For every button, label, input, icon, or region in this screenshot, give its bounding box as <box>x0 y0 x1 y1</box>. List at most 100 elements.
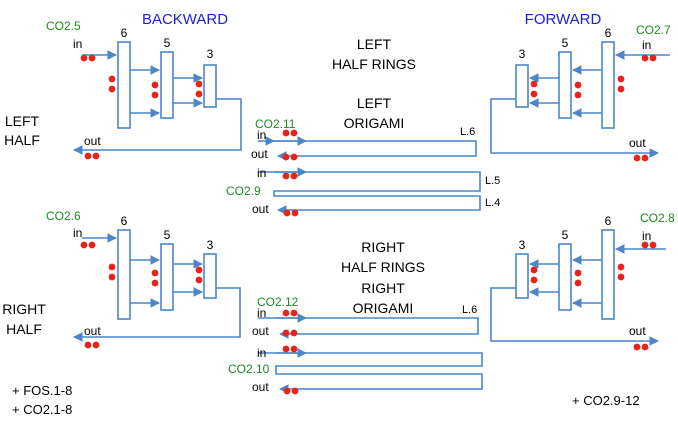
connector-dot <box>574 269 582 277</box>
connector-dot <box>195 276 203 284</box>
bl-out-label: out <box>84 324 101 338</box>
ring-3-box <box>203 64 217 108</box>
connector-dot <box>195 90 203 98</box>
connector-dot <box>641 343 649 351</box>
connector-dot <box>282 153 290 161</box>
o9-in-label: in <box>257 166 266 180</box>
connector-dot <box>617 263 625 271</box>
connector-dot <box>649 54 657 62</box>
connector-dot <box>282 129 290 137</box>
tr-ring-6-label: 6 <box>605 26 612 40</box>
center-top-line-3: LEFT <box>357 95 392 111</box>
connector-dot <box>282 309 290 317</box>
connector-dot <box>80 241 88 249</box>
connector-dot <box>88 54 96 62</box>
o10-code-label: CO2.10 <box>228 362 270 376</box>
forward-left-ring-block <box>490 41 670 158</box>
note-left-line-1: + FOS.1-8 <box>12 383 72 398</box>
br-ring-5-label: 5 <box>562 228 569 242</box>
backward-heading: BACKWARD <box>142 11 228 28</box>
connector-dot <box>92 152 100 160</box>
connector-dot <box>92 341 100 349</box>
bl-code-label: CO2.6 <box>46 209 81 223</box>
o12-in-label: in <box>257 306 266 320</box>
connector-dot <box>617 85 625 93</box>
br-ring-6-label: 6 <box>605 214 612 228</box>
connector-dot <box>641 54 649 62</box>
tr-ring-3-label: 3 <box>519 47 526 61</box>
connector-dot <box>633 154 641 162</box>
tl-ring-6-label: 6 <box>121 26 128 40</box>
forward-heading: FORWARD <box>525 11 602 28</box>
o11-code-label: CO2.11 <box>255 117 296 131</box>
connector-dot <box>530 90 538 98</box>
ring-3-box <box>515 253 529 299</box>
connector-dot <box>108 85 116 93</box>
connector-dot <box>290 329 298 337</box>
connector-dot <box>574 91 582 99</box>
connector-dot <box>649 241 657 249</box>
ring-6-box <box>117 41 131 129</box>
connector-dot <box>290 129 298 137</box>
connector-dot <box>151 279 159 287</box>
center-top-line-1: LEFT <box>357 36 392 52</box>
connector-dot <box>641 154 649 162</box>
tr-code-label: CO2.7 <box>636 23 671 37</box>
l6-top-label: L.6 <box>460 126 475 138</box>
o12-out-label: out <box>252 324 269 338</box>
bl-ring-3-label: 3 <box>207 238 214 252</box>
tl-out-label: out <box>84 134 101 148</box>
left-half-label-1: LEFT <box>5 113 40 129</box>
tr-out-label: out <box>629 136 646 150</box>
ring-5-box <box>558 51 572 119</box>
connector-dot <box>283 209 291 217</box>
br-in-label: in <box>642 229 651 243</box>
tr-ring-5-label: 5 <box>562 36 569 50</box>
tl-in-label: in <box>73 37 82 51</box>
forward-right-ring-block <box>490 229 666 346</box>
o9-code-label: CO2.9 <box>226 184 261 198</box>
connector-dot <box>282 172 290 180</box>
left-origami-loops <box>265 136 481 215</box>
br-out-label: out <box>629 324 646 338</box>
connector-dot <box>195 80 203 88</box>
br-ring-3-label: 3 <box>519 238 526 252</box>
center-bottom-line-3: RIGHT <box>361 280 405 296</box>
backward-right-ring-block <box>73 229 241 342</box>
right-origami-loops <box>275 317 483 394</box>
ring-3-box <box>515 64 529 108</box>
center-bottom-line-1: RIGHT <box>361 239 405 255</box>
connector-dot <box>290 309 298 317</box>
connector-dot <box>574 279 582 287</box>
o10-in-label: in <box>257 346 266 360</box>
connector-dot <box>617 273 625 281</box>
connector-dot <box>633 343 641 351</box>
connector-dot <box>282 329 290 337</box>
connector-dot <box>195 266 203 274</box>
connector-dot <box>108 263 116 271</box>
right-half-label-1: RIGHT <box>2 301 46 317</box>
br-code-label: CO2.8 <box>640 211 675 225</box>
connector-dot <box>641 241 649 249</box>
o10-out-label: out <box>252 380 269 394</box>
bl-ring-5-label: 5 <box>164 228 171 242</box>
bl-in-label: in <box>73 226 82 240</box>
center-bottom-line-4: ORIGAMI <box>353 300 414 316</box>
l5-label: L.5 <box>485 175 500 187</box>
connector-dots <box>80 54 657 395</box>
connector-dot <box>88 241 96 249</box>
note-left-line-2: + CO2.1-8 <box>12 402 72 417</box>
ring-5-box <box>558 243 572 311</box>
connector-dot <box>530 80 538 88</box>
ring-5-box <box>160 243 174 311</box>
connector-dot <box>151 81 159 89</box>
o12-code-label: CO2.12 <box>257 295 299 309</box>
connector-dot <box>290 172 298 180</box>
connector-dot <box>84 152 92 160</box>
l4-label: L.4 <box>485 197 500 209</box>
bl-ring-6-label: 6 <box>121 214 128 228</box>
connector-dot <box>291 387 299 395</box>
connector-dot <box>80 54 88 62</box>
